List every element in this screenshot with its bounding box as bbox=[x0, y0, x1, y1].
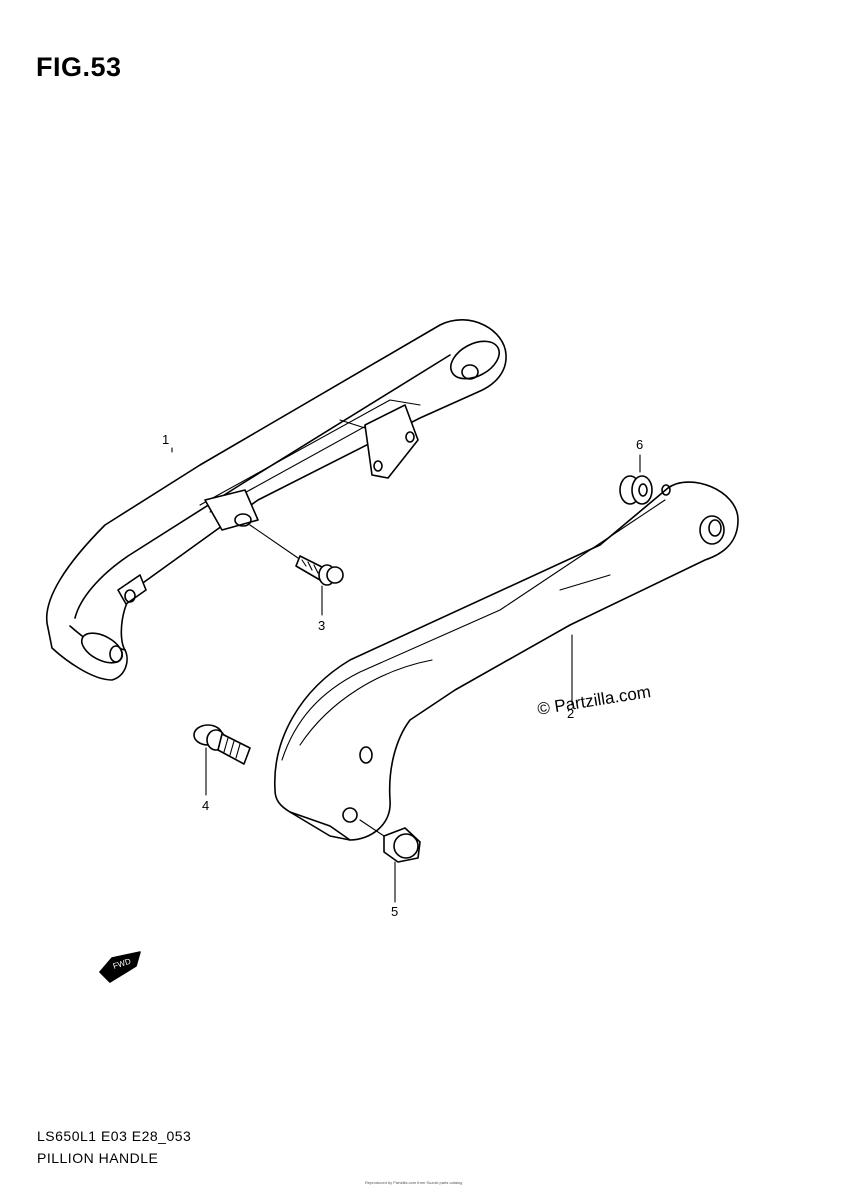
section-name-label: PILLION HANDLE bbox=[37, 1150, 159, 1166]
fine-print-copyright: Reproduced by Partzilla.com from Suzuki … bbox=[365, 1180, 463, 1185]
callout-4: 4 bbox=[202, 798, 210, 813]
callout-6: 6 bbox=[636, 437, 644, 452]
part-4-bolt bbox=[193, 724, 251, 796]
callout-1: 1 bbox=[162, 432, 170, 447]
fwd-arrow-icon: FWD bbox=[99, 951, 141, 983]
figure-title: FIG.53 bbox=[36, 52, 122, 82]
part-3-bolt bbox=[249, 524, 344, 616]
part-5-cap-nut bbox=[359, 819, 421, 903]
callout-5: 5 bbox=[391, 904, 399, 919]
part-1-handle-left bbox=[45, 319, 507, 681]
callout-2: 2 bbox=[567, 706, 575, 721]
model-code-label: LS650L1 E03 E28_053 bbox=[37, 1128, 192, 1144]
part-6-collar bbox=[619, 454, 671, 505]
part-2-handle-right bbox=[274, 481, 739, 841]
callout-3: 3 bbox=[318, 618, 326, 633]
